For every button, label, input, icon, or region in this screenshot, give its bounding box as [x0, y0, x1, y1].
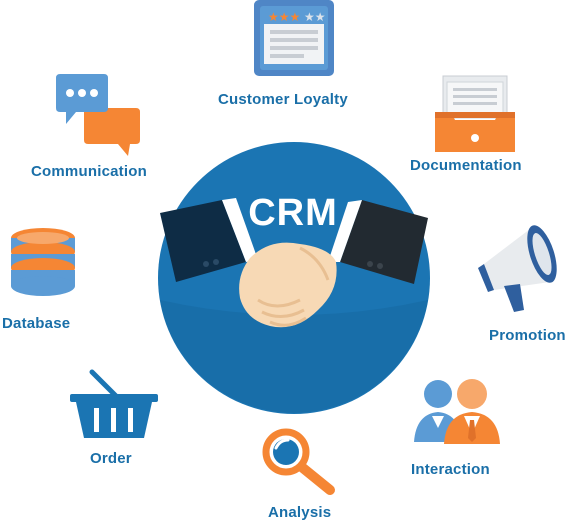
label-customer-loyalty: Customer Loyalty — [218, 91, 348, 108]
database-icon — [11, 228, 75, 296]
label-documentation: Documentation — [410, 157, 522, 174]
svg-text:★★: ★★ — [304, 10, 326, 24]
rating-card-icon: ★★★ ★★ — [254, 0, 334, 76]
basket-icon — [70, 369, 158, 438]
svg-text:★★★: ★★★ — [268, 10, 300, 24]
label-promotion: Promotion — [489, 327, 566, 344]
chat-bubbles-icon — [56, 74, 140, 156]
document-tray-icon — [435, 75, 515, 152]
magnifier-icon — [262, 428, 335, 495]
megaphone-icon — [478, 225, 557, 312]
label-analysis: Analysis — [268, 504, 332, 521]
handshake-icon — [160, 198, 428, 328]
label-order: Order — [90, 450, 132, 467]
people-icon — [414, 379, 500, 444]
crm-title: CRM — [248, 192, 338, 234]
label-database: Database — [2, 315, 71, 332]
label-communication: Communication — [31, 163, 147, 180]
label-interaction: Interaction — [411, 461, 490, 478]
